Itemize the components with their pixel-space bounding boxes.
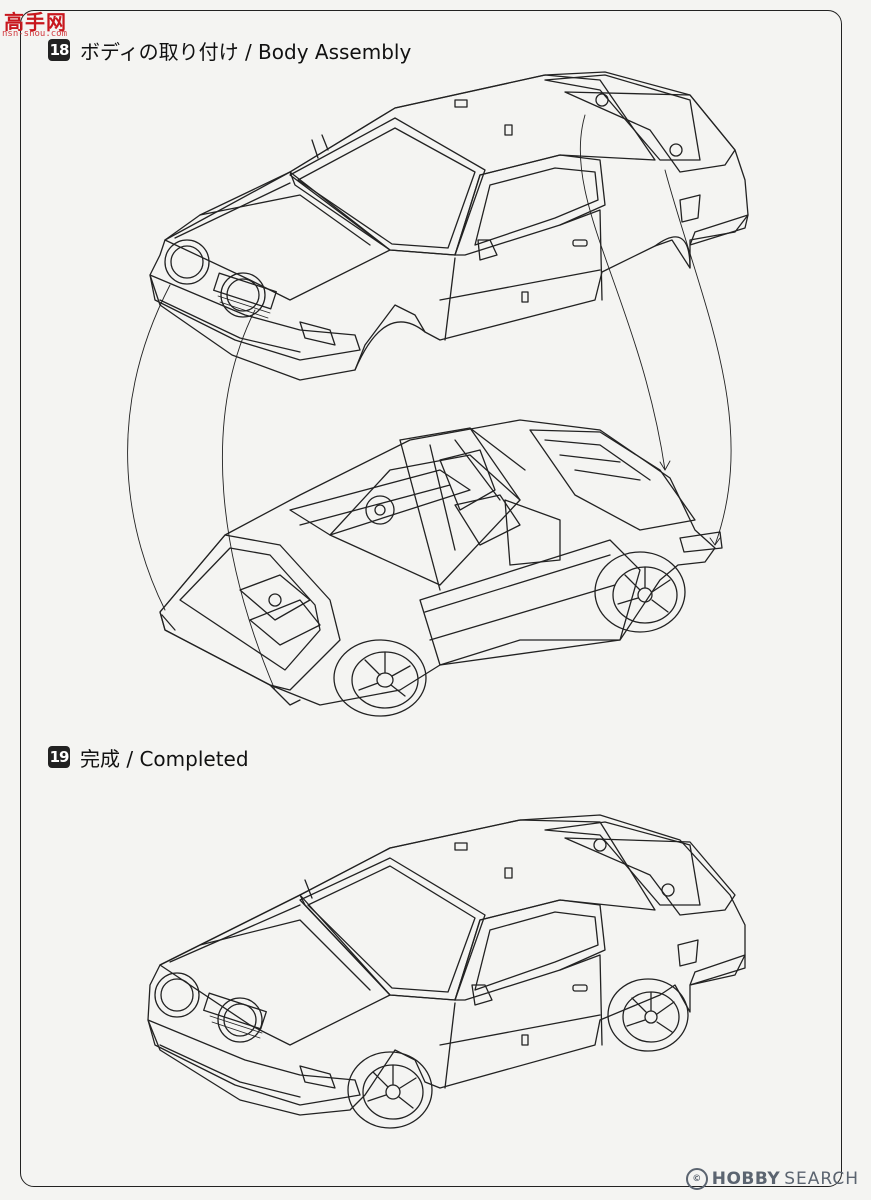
watermark-url: nsn-shou.com — [2, 29, 68, 39]
step-18-header: 18 ボディの取り付け / Body Assembly — [48, 36, 411, 64]
step-19-header: 19 完成 / Completed — [48, 743, 249, 771]
site-watermark: 高手网 nsn-shou.com — [2, 6, 82, 40]
brand-mark-icon: © — [685, 1168, 708, 1190]
step-19-number: 19 — [48, 746, 70, 768]
step-18-title: ボディの取り付け / Body Assembly — [80, 39, 412, 64]
body-shell-drawing — [149, 71, 749, 381]
step-19-title: 完成 / Completed — [80, 746, 249, 771]
step-18-number: 18 — [48, 39, 70, 61]
page-frame — [20, 10, 842, 1187]
assembly-guide-lines — [127, 114, 732, 691]
hobby-search-brand: © HOBBY SEARCH — [685, 1168, 859, 1190]
brand-word-text: SEARCH — [784, 1169, 859, 1189]
completed-car-drawing — [147, 814, 746, 1129]
brand-logo-text: HOBBY — [711, 1169, 781, 1189]
watermark-chars: 高手网 — [4, 10, 67, 34]
chassis-drawing — [159, 419, 723, 717]
